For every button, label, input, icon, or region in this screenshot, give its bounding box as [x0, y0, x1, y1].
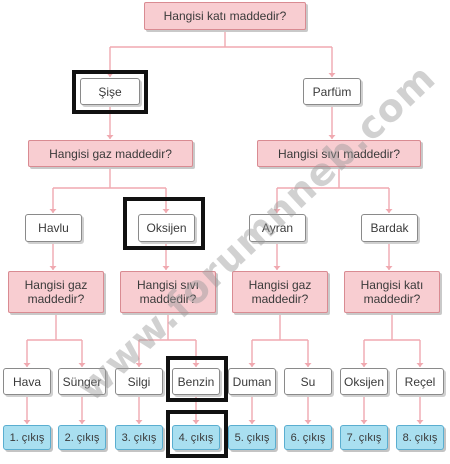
answer-bardak: Bardak	[361, 214, 418, 242]
arrowhead	[106, 73, 114, 77]
arrowhead	[23, 363, 31, 367]
question-level3-3: Hangisi gaz maddedir?	[232, 271, 328, 313]
arrowhead	[273, 209, 281, 213]
arrowhead	[385, 209, 393, 213]
question-root: Hangisi katı maddedir?	[144, 2, 306, 30]
arrowhead	[416, 420, 424, 424]
leaf-sunger: Sünger	[58, 368, 106, 395]
answer-havlu: Havlu	[25, 214, 82, 242]
arrowhead	[192, 420, 200, 424]
leaf-oksijen: Oksijen	[340, 368, 388, 395]
question-level3-1: Hangisi gaz maddedir?	[8, 271, 104, 313]
arrowhead	[78, 420, 86, 424]
output-3: 3. çıkış	[115, 425, 163, 450]
arrowhead	[49, 209, 57, 213]
leaf-recel: Reçel	[396, 368, 444, 395]
answer-oksijen: Oksijen	[138, 214, 195, 242]
arrowhead	[135, 363, 143, 367]
output-7: 7. çıkış	[340, 425, 388, 450]
answer-sise: Şişe	[80, 78, 140, 105]
arrowhead	[416, 363, 424, 367]
arrowhead	[328, 135, 336, 139]
question-level3-4: Hangisi katı maddedir?	[344, 271, 440, 313]
leaf-su: Su	[284, 368, 332, 395]
arrowhead	[248, 363, 256, 367]
arrowhead	[49, 266, 57, 270]
output-2: 2. çıkış	[58, 425, 106, 450]
arrowhead	[248, 420, 256, 424]
output-1: 1. çıkış	[3, 425, 51, 450]
arrowhead	[135, 420, 143, 424]
arrowhead	[106, 135, 114, 139]
arrowhead	[162, 209, 170, 213]
question-left: Hangisi gaz maddedir?	[28, 140, 193, 167]
answer-ayran: Ayran	[249, 214, 306, 242]
output-4: 4. çıkış	[172, 425, 220, 450]
question-right: Hangisi sıvı maddedir?	[257, 140, 421, 167]
arrowhead	[23, 420, 31, 424]
arrowhead	[304, 363, 312, 367]
leaf-hava: Hava	[3, 368, 51, 395]
arrowhead	[162, 266, 170, 270]
arrowhead	[360, 363, 368, 367]
output-5: 5. çıkış	[228, 425, 276, 450]
arrowhead	[273, 266, 281, 270]
answer-parfum: Parfüm	[303, 78, 361, 105]
arrowhead	[385, 266, 393, 270]
arrowhead	[78, 363, 86, 367]
arrowhead	[304, 420, 312, 424]
arrowhead	[360, 420, 368, 424]
question-level3-2: Hangisi sıvı maddedir?	[120, 271, 216, 313]
leaf-duman: Duman	[228, 368, 276, 395]
arrowhead	[328, 73, 336, 77]
leaf-silgi: Silgi	[115, 368, 163, 395]
arrowhead	[192, 363, 200, 367]
output-6: 6. çıkış	[284, 425, 332, 450]
output-8: 8. çıkış	[396, 425, 444, 450]
leaf-benzin: Benzin	[172, 368, 220, 395]
